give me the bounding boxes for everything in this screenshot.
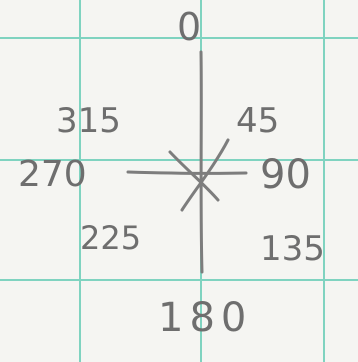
diagonal-nw-se-line (168, 150, 220, 202)
label-0: 0 (177, 5, 202, 49)
label-315: 315 (56, 101, 121, 141)
horizontal-axis-line (126, 170, 248, 175)
label-180: 180 (158, 295, 253, 341)
label-225: 225 (80, 219, 142, 257)
vertical-axis-line (199, 50, 204, 274)
diagonal-ne-sw-line (180, 138, 230, 212)
label-270: 270 (18, 154, 87, 195)
label-45: 45 (236, 101, 280, 141)
label-90: 90 (260, 152, 311, 198)
label-135: 135 (260, 229, 325, 269)
